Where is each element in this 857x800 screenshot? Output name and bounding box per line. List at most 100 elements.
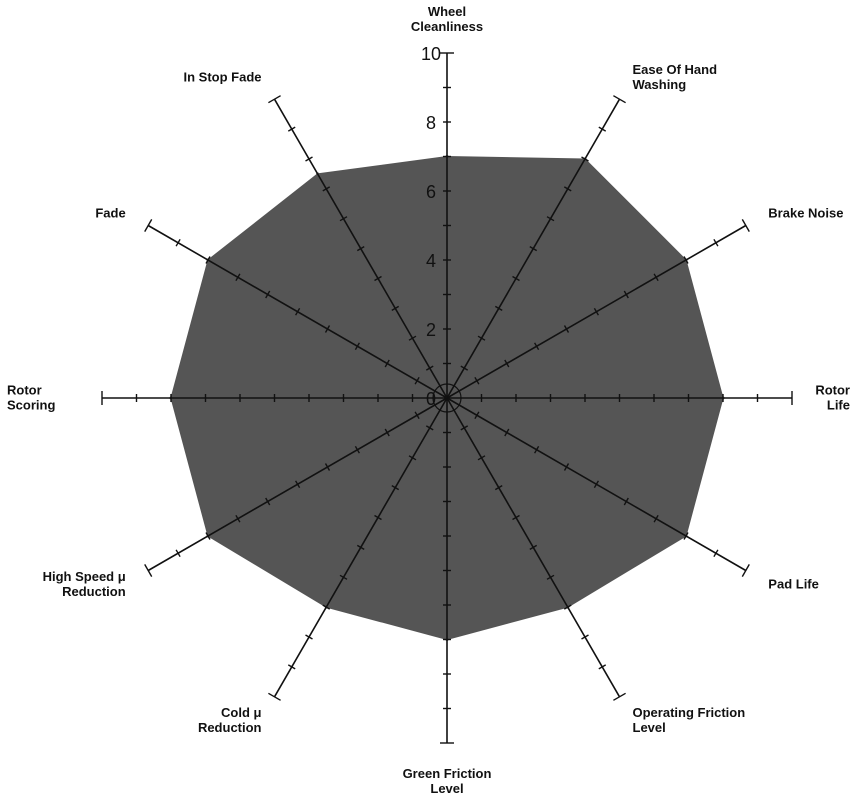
inner-ring [432, 383, 462, 413]
axis-tick [374, 514, 382, 521]
axis-tick [529, 245, 538, 252]
axis-tick [613, 95, 626, 104]
axis-tick [504, 359, 510, 368]
axis-label-line: Life [827, 398, 850, 413]
axis-tick [205, 532, 211, 540]
axis-tick [741, 564, 750, 577]
axis-tick [546, 216, 555, 222]
axis-tick [384, 359, 390, 368]
axis-tick [425, 365, 434, 371]
axis-tick [581, 634, 589, 640]
axis-label-line: Wheel [428, 4, 466, 19]
axis-tick [504, 428, 510, 437]
axis-tick [354, 342, 361, 351]
axis-tick [235, 273, 241, 282]
axis-tick [287, 126, 296, 132]
axis-tick [546, 574, 555, 580]
axis-tick [512, 514, 520, 521]
axis-tick [460, 425, 469, 431]
axis-tick [305, 156, 313, 162]
axis-tick [477, 455, 486, 461]
axis-tick [356, 544, 365, 551]
axis-label-line: Pad Life [768, 577, 819, 592]
axis-tick [593, 480, 600, 489]
axis-tick [414, 376, 420, 385]
axis-tick [294, 307, 301, 316]
axis-tick [613, 692, 626, 701]
axis-label-line: Rotor [7, 383, 42, 398]
axis-label-line: Reduction [198, 720, 262, 735]
axis-tick [391, 484, 400, 491]
axis-label-line: In Stop Fade [184, 70, 262, 85]
axis-label-line: Cold μ [221, 705, 261, 720]
axis-tick [287, 664, 296, 670]
axis-tick [512, 275, 520, 282]
axis-tick [205, 256, 211, 264]
axis-tick [354, 445, 361, 454]
axis-tick [408, 455, 417, 461]
axis-label: Brake Noise [768, 206, 843, 221]
tick-label: 2 [426, 320, 436, 340]
axis-tick [356, 245, 365, 252]
axis-tick [391, 305, 400, 312]
axis-tick [175, 238, 181, 247]
axis-label-line: Rotor [815, 383, 850, 398]
axis-tick [324, 463, 331, 471]
axis-tick [494, 305, 503, 312]
axis-label-line: Green Friction [403, 766, 492, 781]
axis-tick [408, 335, 417, 341]
axis-tick [425, 425, 434, 431]
axis-label-line: Ease Of Hand [633, 62, 718, 77]
axis-label: In Stop Fade [184, 70, 262, 85]
tick-label: 0 [426, 389, 436, 409]
axis-tick [144, 219, 153, 232]
axis-tick [653, 514, 659, 523]
axis-tick [623, 290, 629, 299]
axis-tick [713, 238, 719, 247]
axis-tick [268, 95, 281, 104]
tick-label: 6 [426, 182, 436, 202]
axis-tick [593, 307, 600, 316]
axis-tick [474, 376, 480, 385]
axis-tick [563, 186, 572, 192]
axis-label: Fade [95, 206, 125, 221]
axis-tick [653, 273, 659, 282]
axis-tick [713, 549, 719, 558]
axes-layer [101, 52, 793, 744]
axis-tick [477, 335, 486, 341]
axis-tick [741, 219, 750, 232]
axis-tick [294, 480, 301, 489]
tick-label: 8 [426, 113, 436, 133]
axis-tick [305, 634, 313, 640]
axis-tick [683, 532, 689, 540]
axis-tick [322, 604, 331, 610]
axis-label-line: Cleanliness [411, 19, 483, 34]
axis-tick [384, 428, 390, 437]
axis-tick [533, 445, 540, 454]
axis-tick [563, 463, 570, 471]
axis-label-line: Level [633, 720, 666, 735]
axis-label-line: Washing [633, 77, 687, 92]
axis-tick [529, 544, 538, 551]
axis-tick [414, 411, 420, 420]
axis-tick [235, 514, 241, 523]
tick-label: 10 [421, 44, 441, 64]
axis-tick [144, 564, 153, 577]
axis-tick [563, 604, 572, 610]
axis-tick [474, 411, 480, 420]
axis-label-line: High Speed μ [43, 569, 126, 584]
axis-tick [322, 186, 331, 192]
axis-tick [339, 574, 348, 580]
axis-tick [494, 484, 503, 491]
axis-tick [175, 549, 181, 558]
axis-tick [339, 216, 348, 222]
axis-tick [598, 664, 607, 670]
